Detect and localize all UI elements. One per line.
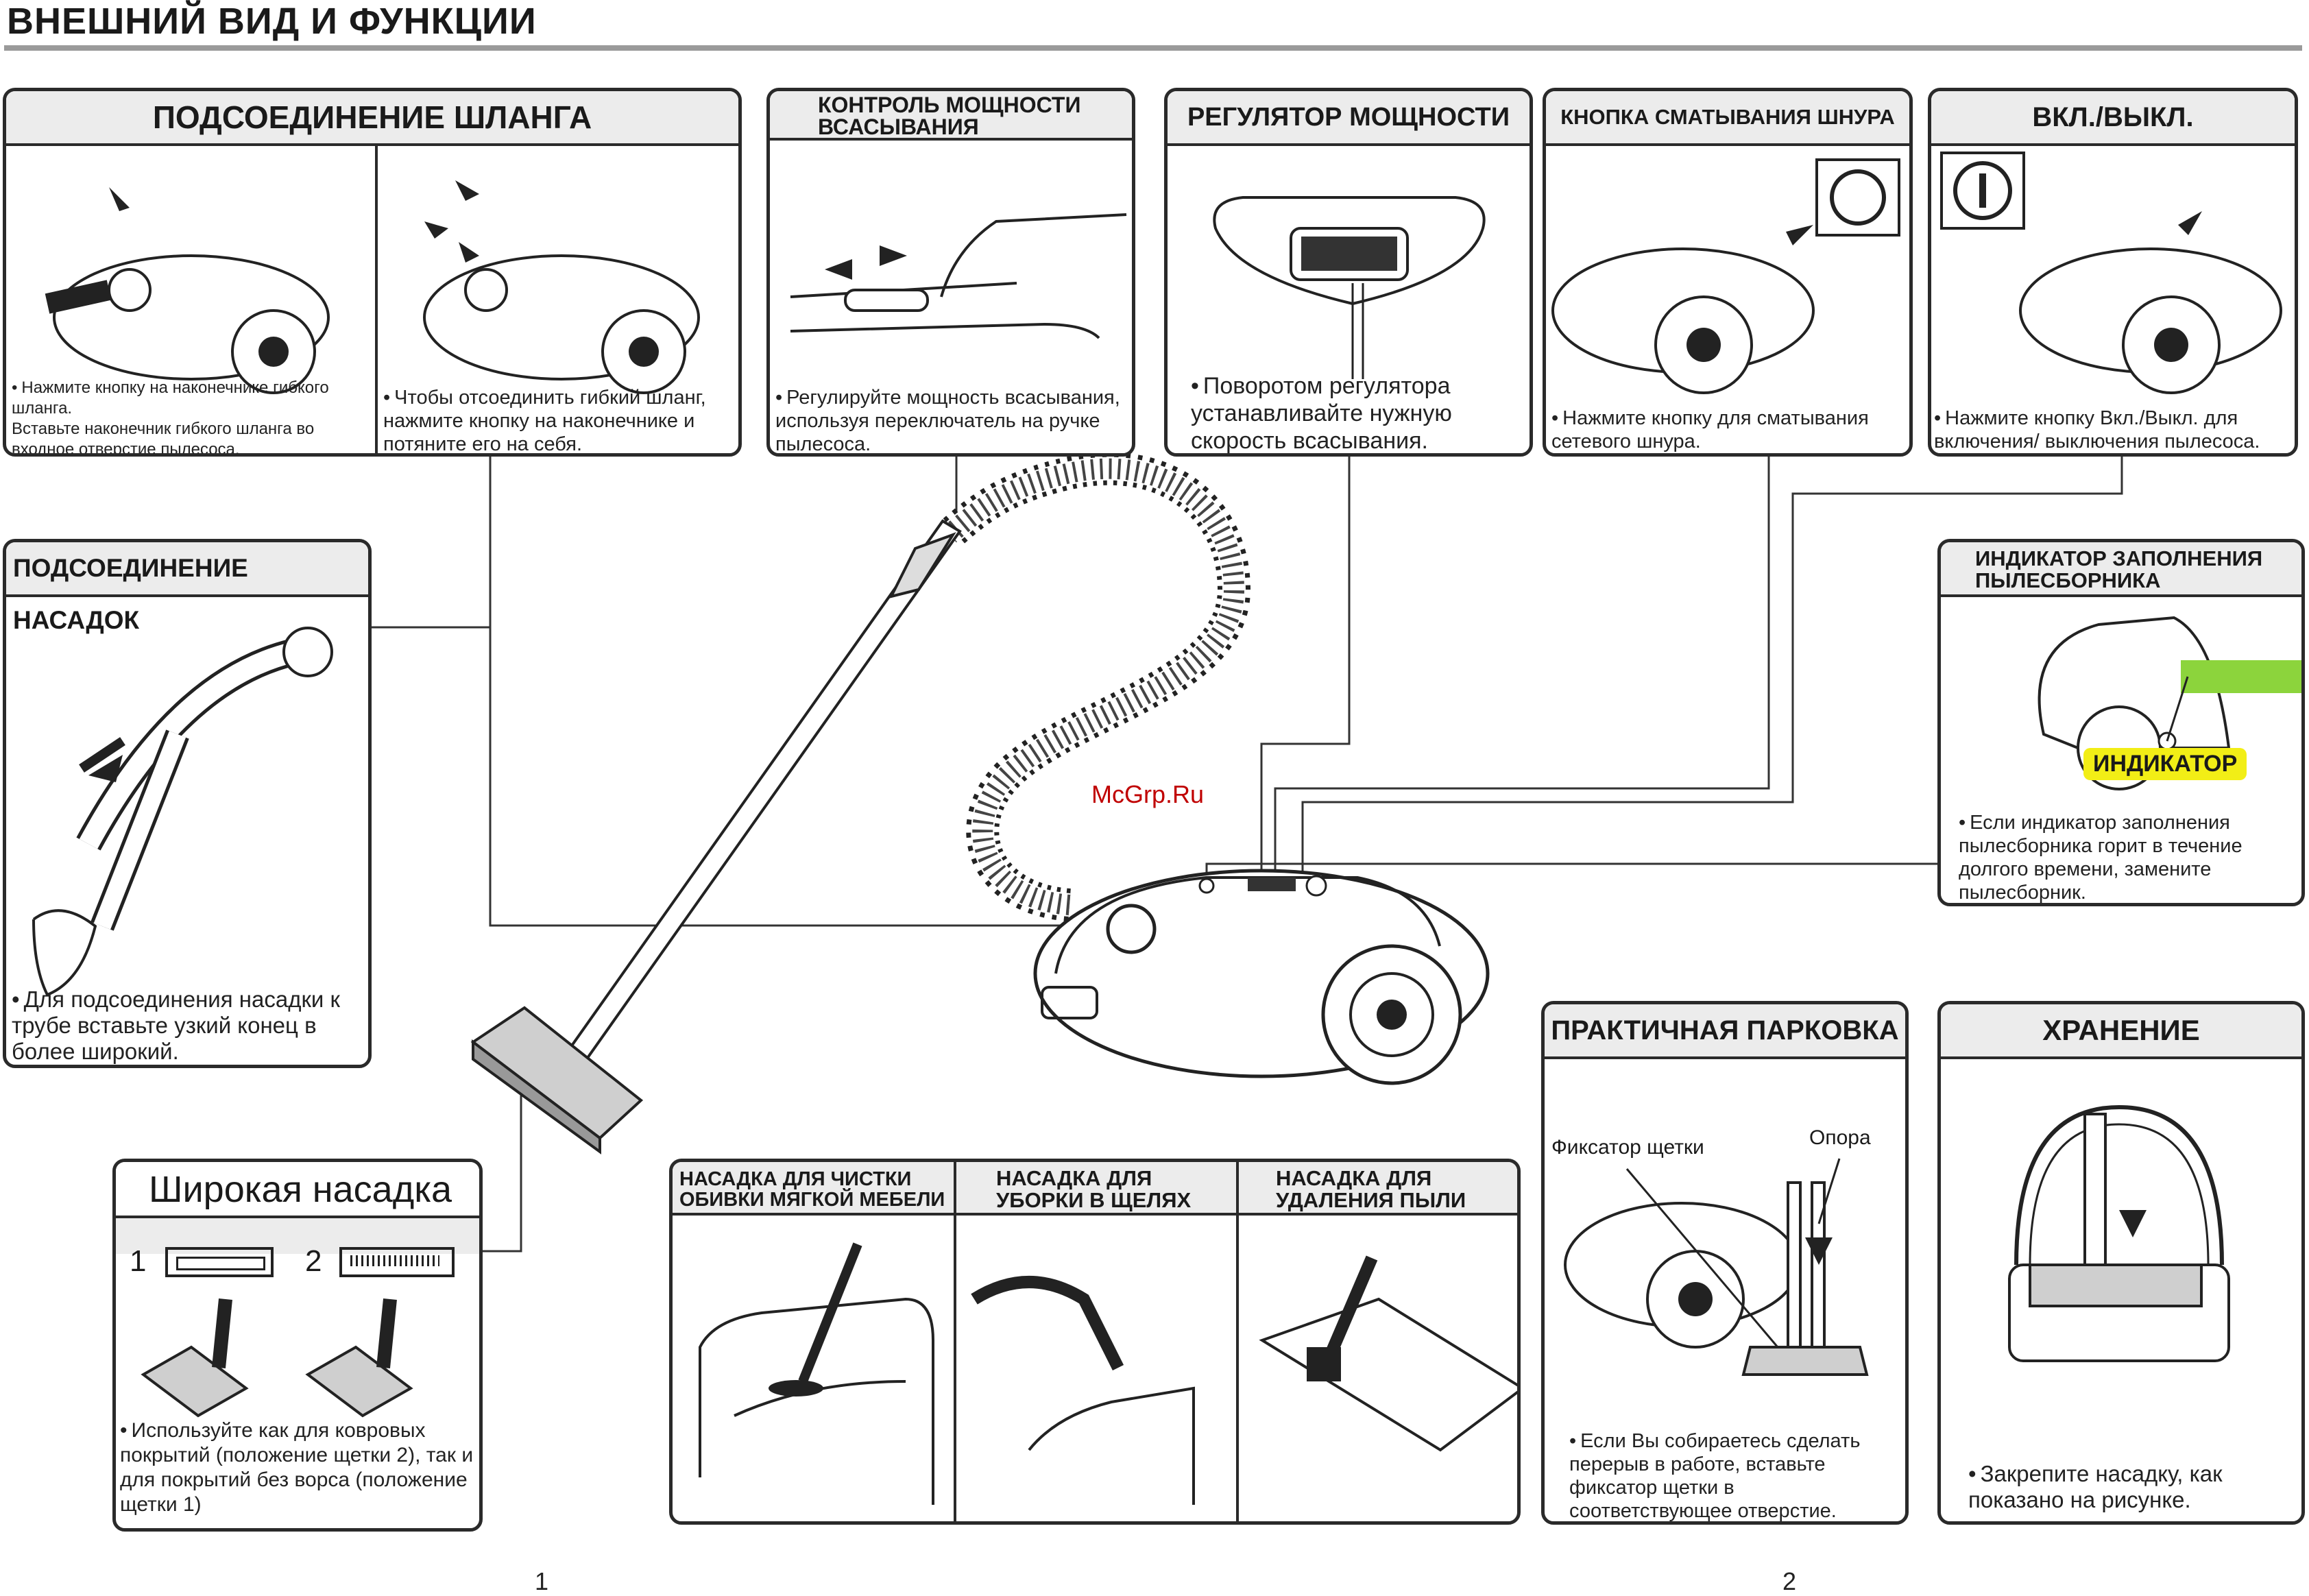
wide-brush-title: Широкая насадка [116,1162,479,1218]
parking-illustration [1564,1158,1869,1376]
cord-text: Нажмите кнопку для сматывания сетевого ш… [1551,407,1909,453]
suction-panel: КОНТРОЛЬ МОЩНОСТИ ВСАСЫВАНИЯ Регулируйте… [766,88,1135,457]
power-panel: ВКЛ./ВЫКЛ. Нажмите кнопку Вкл./Выкл. для… [1928,88,2298,457]
power-panel-title: ВКЛ./ВЫКЛ. [1931,91,2295,146]
attach-panel: ПОДСОЕДИНЕНИЕ НАСАДОК Для подсоединения … [3,539,372,1068]
cord-illustration [1551,158,1900,394]
regulator-panel: РЕГУЛЯТОР МОЩНОСТИ Поворотом регулятора … [1164,88,1533,457]
brush-bristle-icon [339,1247,455,1277]
nozzle-dusting-title: НАСАДКА ДЛЯ УДАЛЕНИЯ ПЫЛИ [1276,1166,1466,1212]
wide-brush-illustration [141,1298,413,1418]
brush-flat-icon [165,1247,274,1277]
watermark: McGrp.Ru [1091,780,1205,808]
indicator-panel-title: ИНДИКАТОР ЗАПОЛНЕНИЯ ПЫЛЕСБОРНИКА [1941,542,2301,597]
parking-lock-label: Фиксатор щетки [1551,1136,1704,1159]
storage-panel-title: ХРАНЕНИЕ [1941,1004,2301,1059]
page-number-right: 2 [1782,1567,1797,1595]
wide-brush-pos1-label: 1 [130,1244,147,1278]
cord-panel: КНОПКА СМАТЫВАНИЯ ШНУРА Нажмите кнопку д… [1543,88,1913,457]
indicator-text: Если индикатор заполнения пылесборника г… [1959,811,2301,903]
regulator-panel-title: РЕГУЛЯТОР МОЩНОСТИ [1168,91,1530,146]
wide-brush-panel: Широкая насадка 1 2 Используйте как для … [112,1159,483,1532]
indicator-label: ИНДИКАТОР [2083,748,2247,780]
wide-brush-text: Используйте как для ковровых покрытий (п… [120,1418,476,1517]
nozzles-panel: НАСАДКА ДЛЯ ЧИСТКИ ОБИВКИ МЯГКОЙ МЕБЕЛИ … [669,1159,1521,1525]
nozzles-illustration [699,1242,1517,1505]
storage-panel: ХРАНЕНИЕ Закрепите насадку, как показано… [1937,1001,2305,1525]
power-illustration [1940,152,2282,394]
attach-text: Для подсоединения насадки к трубе вставь… [12,987,368,1065]
page-number-left: 1 [535,1567,549,1595]
hose-panel-title: ПОДСОЕДИНЕНИЕ ШЛАНГА [6,91,738,146]
parking-support-label: Опора [1809,1126,1871,1149]
cord-panel-title: КНОПКА СМАТЫВАНИЯ ШНУРА [1546,91,1909,146]
suction-text: Регулируйте мощность всасывания, использ… [775,386,1132,453]
parking-text: Если Вы собираетесь сделать перерыв в ра… [1569,1429,1898,1521]
wide-brush-pos2-label: 2 [305,1244,322,1278]
attach-panel-title: ПОДСОЕДИНЕНИЕ НАСАДОК [6,542,368,634]
nozzles-divider-2 [1236,1162,1239,1521]
power-text: Нажмите кнопку Вкл./Выкл. для включения/… [1934,407,2295,453]
parking-panel: ПРАКТИЧНАЯ ПАРКОВКА Фиксатор щетки Опора… [1541,1001,1909,1525]
nozzles-header [673,1162,1517,1216]
regulator-illustration [1213,196,1486,379]
regulator-text: Поворотом регулятора устанавливайте нужн… [1191,372,1520,453]
hose-panel: ПОДСОЕДИНЕНИЕ ШЛАНГА Нажмите кнопку на н… [3,88,742,457]
indicator-panel: ИНДИКАТОР ЗАПОЛНЕНИЯ ПЫЛЕСБОРНИКА ИНДИКА… [1937,539,2305,906]
page-title: ВНЕШНИЙ ВИД И ФУНКЦИИ [7,1,537,42]
nozzle-upholstery-title: НАСАДКА ДЛЯ ЧИСТКИ ОБИВКИ МЯГКОЙ МЕБЕЛИ [679,1168,945,1211]
title-divider [4,45,2302,51]
storage-text: Закрепите насадку, как показано на рисун… [1968,1461,2290,1513]
attach-illustration [32,627,333,997]
nozzles-divider-1 [954,1162,956,1521]
hose-text-right: Чтобы отсоединить гибкий шланг, нажмите … [383,386,738,453]
hose-panel-divider [375,146,378,453]
hose-text-left: Нажмите кнопку на наконечнике гибкого шл… [12,378,372,453]
parking-panel-title: ПРАКТИЧНАЯ ПАРКОВКА [1545,1004,1905,1059]
suction-panel-title: КОНТРОЛЬ МОЩНОСТИ ВСАСЫВАНИЯ [770,91,1132,141]
hose-illustration [45,180,700,394]
suction-handle-illustration [790,213,1127,339]
nozzle-crevice-title: НАСАДКА ДЛЯ УБОРКИ В ЩЕЛЯХ [996,1166,1192,1212]
storage-illustration [2008,1104,2230,1362]
